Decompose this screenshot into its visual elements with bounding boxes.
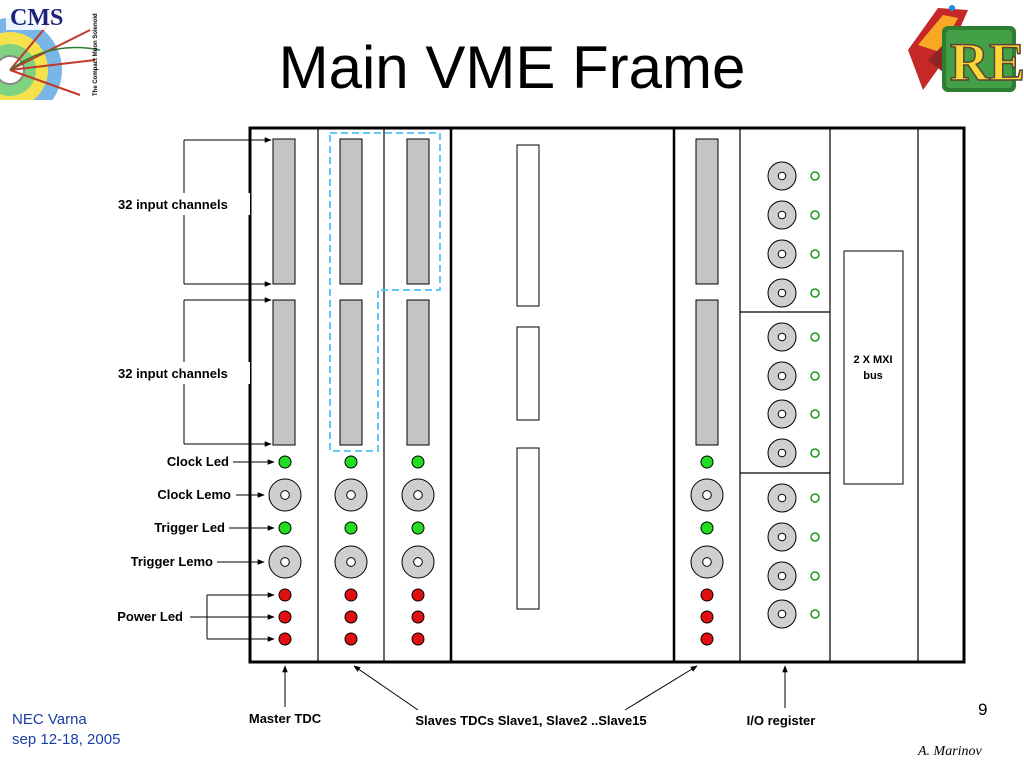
input-channels-bottom-label: 32 input channels	[118, 366, 228, 381]
trigger-led-label: Trigger Led	[154, 520, 225, 535]
io-led-11	[810, 571, 820, 581]
master-clock-lemo-center	[280, 490, 290, 500]
slave1-power-led-1	[344, 588, 358, 602]
slave2-trigger-led	[411, 521, 425, 535]
io-lemo-3-center	[777, 249, 787, 259]
slave1-clock-lemo-center	[346, 490, 356, 500]
slave2-power-led-3	[411, 632, 425, 646]
io-led-3	[810, 249, 820, 259]
slave15-power-led-3	[700, 632, 714, 646]
slave2-clock-lemo-center	[413, 490, 423, 500]
io-lemo-7-center	[777, 409, 787, 419]
io-register-components	[767, 161, 820, 629]
io-led-9	[810, 493, 820, 503]
master-connector-top	[272, 138, 296, 285]
page-title: Main VME Frame	[278, 34, 746, 101]
footer-left: NEC Varna sep 12-18, 2005	[12, 710, 120, 750]
io-lemo-5-center	[777, 332, 787, 342]
slaves-tdcs-label: Slaves TDCs Slave1, Slave2 ..Slave15	[415, 713, 646, 728]
cms-logo-subtext: The Compact Muon Solenoid	[93, 13, 99, 96]
power-led-label: Power Led	[117, 609, 183, 624]
io-lemo-4-center	[777, 288, 787, 298]
master-trigger-lemo-center	[280, 557, 290, 567]
io-lemo-10-center	[777, 532, 787, 542]
mxi-label-line2: bus	[863, 370, 883, 382]
clock-led-label: Clock Led	[167, 454, 229, 469]
io-lemo-12-center	[777, 609, 787, 619]
module-dividers	[317, 128, 919, 662]
cms-logo-text: CMS	[10, 5, 63, 31]
io-led-7	[810, 409, 820, 419]
slave15-clock-lemo-center	[702, 490, 712, 500]
io-led-12	[810, 609, 820, 619]
slave15-connector-bottom	[695, 299, 719, 446]
slave15-power-led-2	[700, 610, 714, 624]
master-power-led-2	[278, 610, 292, 624]
cms-logo: CMS The Compact Muon Solenoid	[0, 0, 104, 122]
slave1-connector-top	[339, 138, 363, 285]
master-power-led-3	[278, 632, 292, 646]
master-clock-led	[278, 455, 292, 469]
master-connector-bottom	[272, 299, 296, 446]
io-led-2	[810, 210, 820, 220]
io-lemo-6-center	[777, 371, 787, 381]
slave1-clock-led	[344, 455, 358, 469]
io-lemo-1-center	[777, 171, 787, 181]
slave1-power-led-2	[344, 610, 358, 624]
slave2-connector-bottom	[406, 299, 430, 446]
slave1-trigger-led	[344, 521, 358, 535]
slave2-connector-top	[406, 138, 430, 285]
io-register-label: I/O register	[747, 713, 816, 728]
mxi-bus-box	[843, 250, 904, 485]
footer-author: A. Marinov	[918, 744, 982, 759]
io-lemo-2-center	[777, 210, 787, 220]
clock-lemo-label: Clock Lemo	[157, 487, 231, 502]
io-led-6	[810, 371, 820, 381]
slave15-clock-led	[700, 455, 714, 469]
page-number: 9	[978, 700, 988, 719]
io-lemo-9-center	[777, 493, 787, 503]
re-logo-text: RE	[950, 32, 1024, 92]
footer-date: sep 12-18, 2005	[12, 731, 121, 748]
connector-group	[272, 138, 719, 446]
trigger-lemo-label: Trigger Lemo	[131, 554, 213, 569]
bottom-label-arrows	[282, 665, 788, 711]
master-tdc-label: Master TDC	[249, 711, 322, 726]
master-trigger-led	[278, 521, 292, 535]
slave2-trigger-lemo-center	[413, 557, 423, 567]
slave2-power-led-2	[411, 610, 425, 624]
re-logo: RE	[898, 0, 1024, 105]
input-channels-top-label: 32 input channels	[118, 197, 228, 212]
mxi-label-line1: 2 X MXI	[853, 354, 892, 366]
io-led-8	[810, 448, 820, 458]
io-lemo-8-center	[777, 448, 787, 458]
io-led-5	[810, 332, 820, 342]
left-label-arrows	[190, 459, 275, 642]
slave15-power-led-1	[700, 588, 714, 602]
io-led-10	[810, 532, 820, 542]
tdc-front-panel-components	[268, 455, 724, 646]
slave15-connector-top	[695, 138, 719, 285]
slave1-trigger-lemo-center	[346, 557, 356, 567]
slave15-trigger-lemo-center	[702, 557, 712, 567]
slave2-power-led-1	[411, 588, 425, 602]
footer-org: NEC Varna	[12, 711, 87, 728]
master-power-led-1	[278, 588, 292, 602]
slave2-clock-led	[411, 455, 425, 469]
slave1-power-led-3	[344, 632, 358, 646]
slave-group-dashed-outline	[329, 132, 441, 452]
io-lemo-11-center	[777, 571, 787, 581]
io-led-1	[810, 171, 820, 181]
empty-slot-group	[516, 144, 540, 610]
slave1-connector-bottom	[339, 299, 363, 446]
io-led-4	[810, 288, 820, 298]
slave15-trigger-led	[700, 521, 714, 535]
